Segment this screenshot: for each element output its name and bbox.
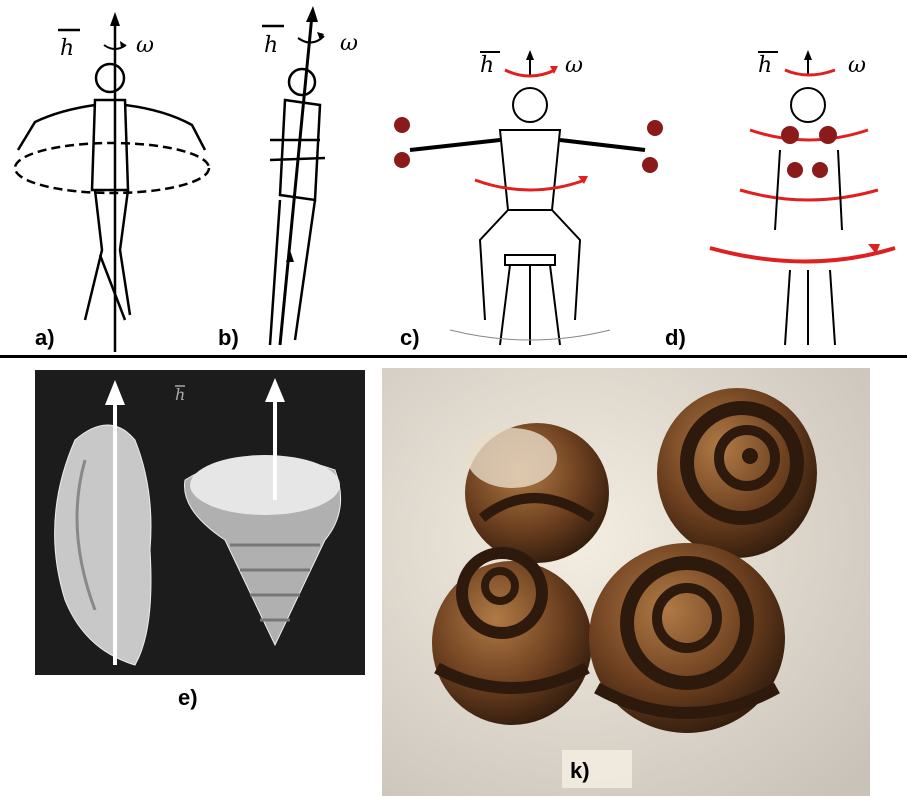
h-bar-symbol-c: h xyxy=(480,53,494,78)
h-bar-symbol-b: h xyxy=(264,33,278,58)
omega-symbol-d: ω xyxy=(848,53,866,78)
panel-d-label: d) xyxy=(665,325,686,351)
panel-k-snails-image xyxy=(382,368,870,796)
h-bar-symbol-e: h xyxy=(175,385,185,404)
section-divider xyxy=(0,355,907,358)
omega-symbol-b: ω xyxy=(340,31,358,56)
panel-a-label: a) xyxy=(35,325,55,351)
panel-e-shells-image: h xyxy=(35,370,365,675)
h-bar-symbol-a: h xyxy=(60,36,74,61)
panel-b-label: b) xyxy=(218,325,239,351)
panel-c-figure: h ω xyxy=(380,0,680,355)
panel-e-label: e) xyxy=(178,685,198,711)
panel-c-label: c) xyxy=(400,325,420,351)
panel-k-label: k) xyxy=(570,758,590,784)
panel-d-figure: h ω xyxy=(690,0,907,355)
h-bar-symbol-d: h xyxy=(758,53,772,78)
panel-b-figure: h ω xyxy=(220,0,380,355)
panel-a-figure: h ω xyxy=(0,0,230,355)
omega-symbol-a: ω xyxy=(136,33,154,58)
omega-symbol-c: ω xyxy=(565,53,583,78)
